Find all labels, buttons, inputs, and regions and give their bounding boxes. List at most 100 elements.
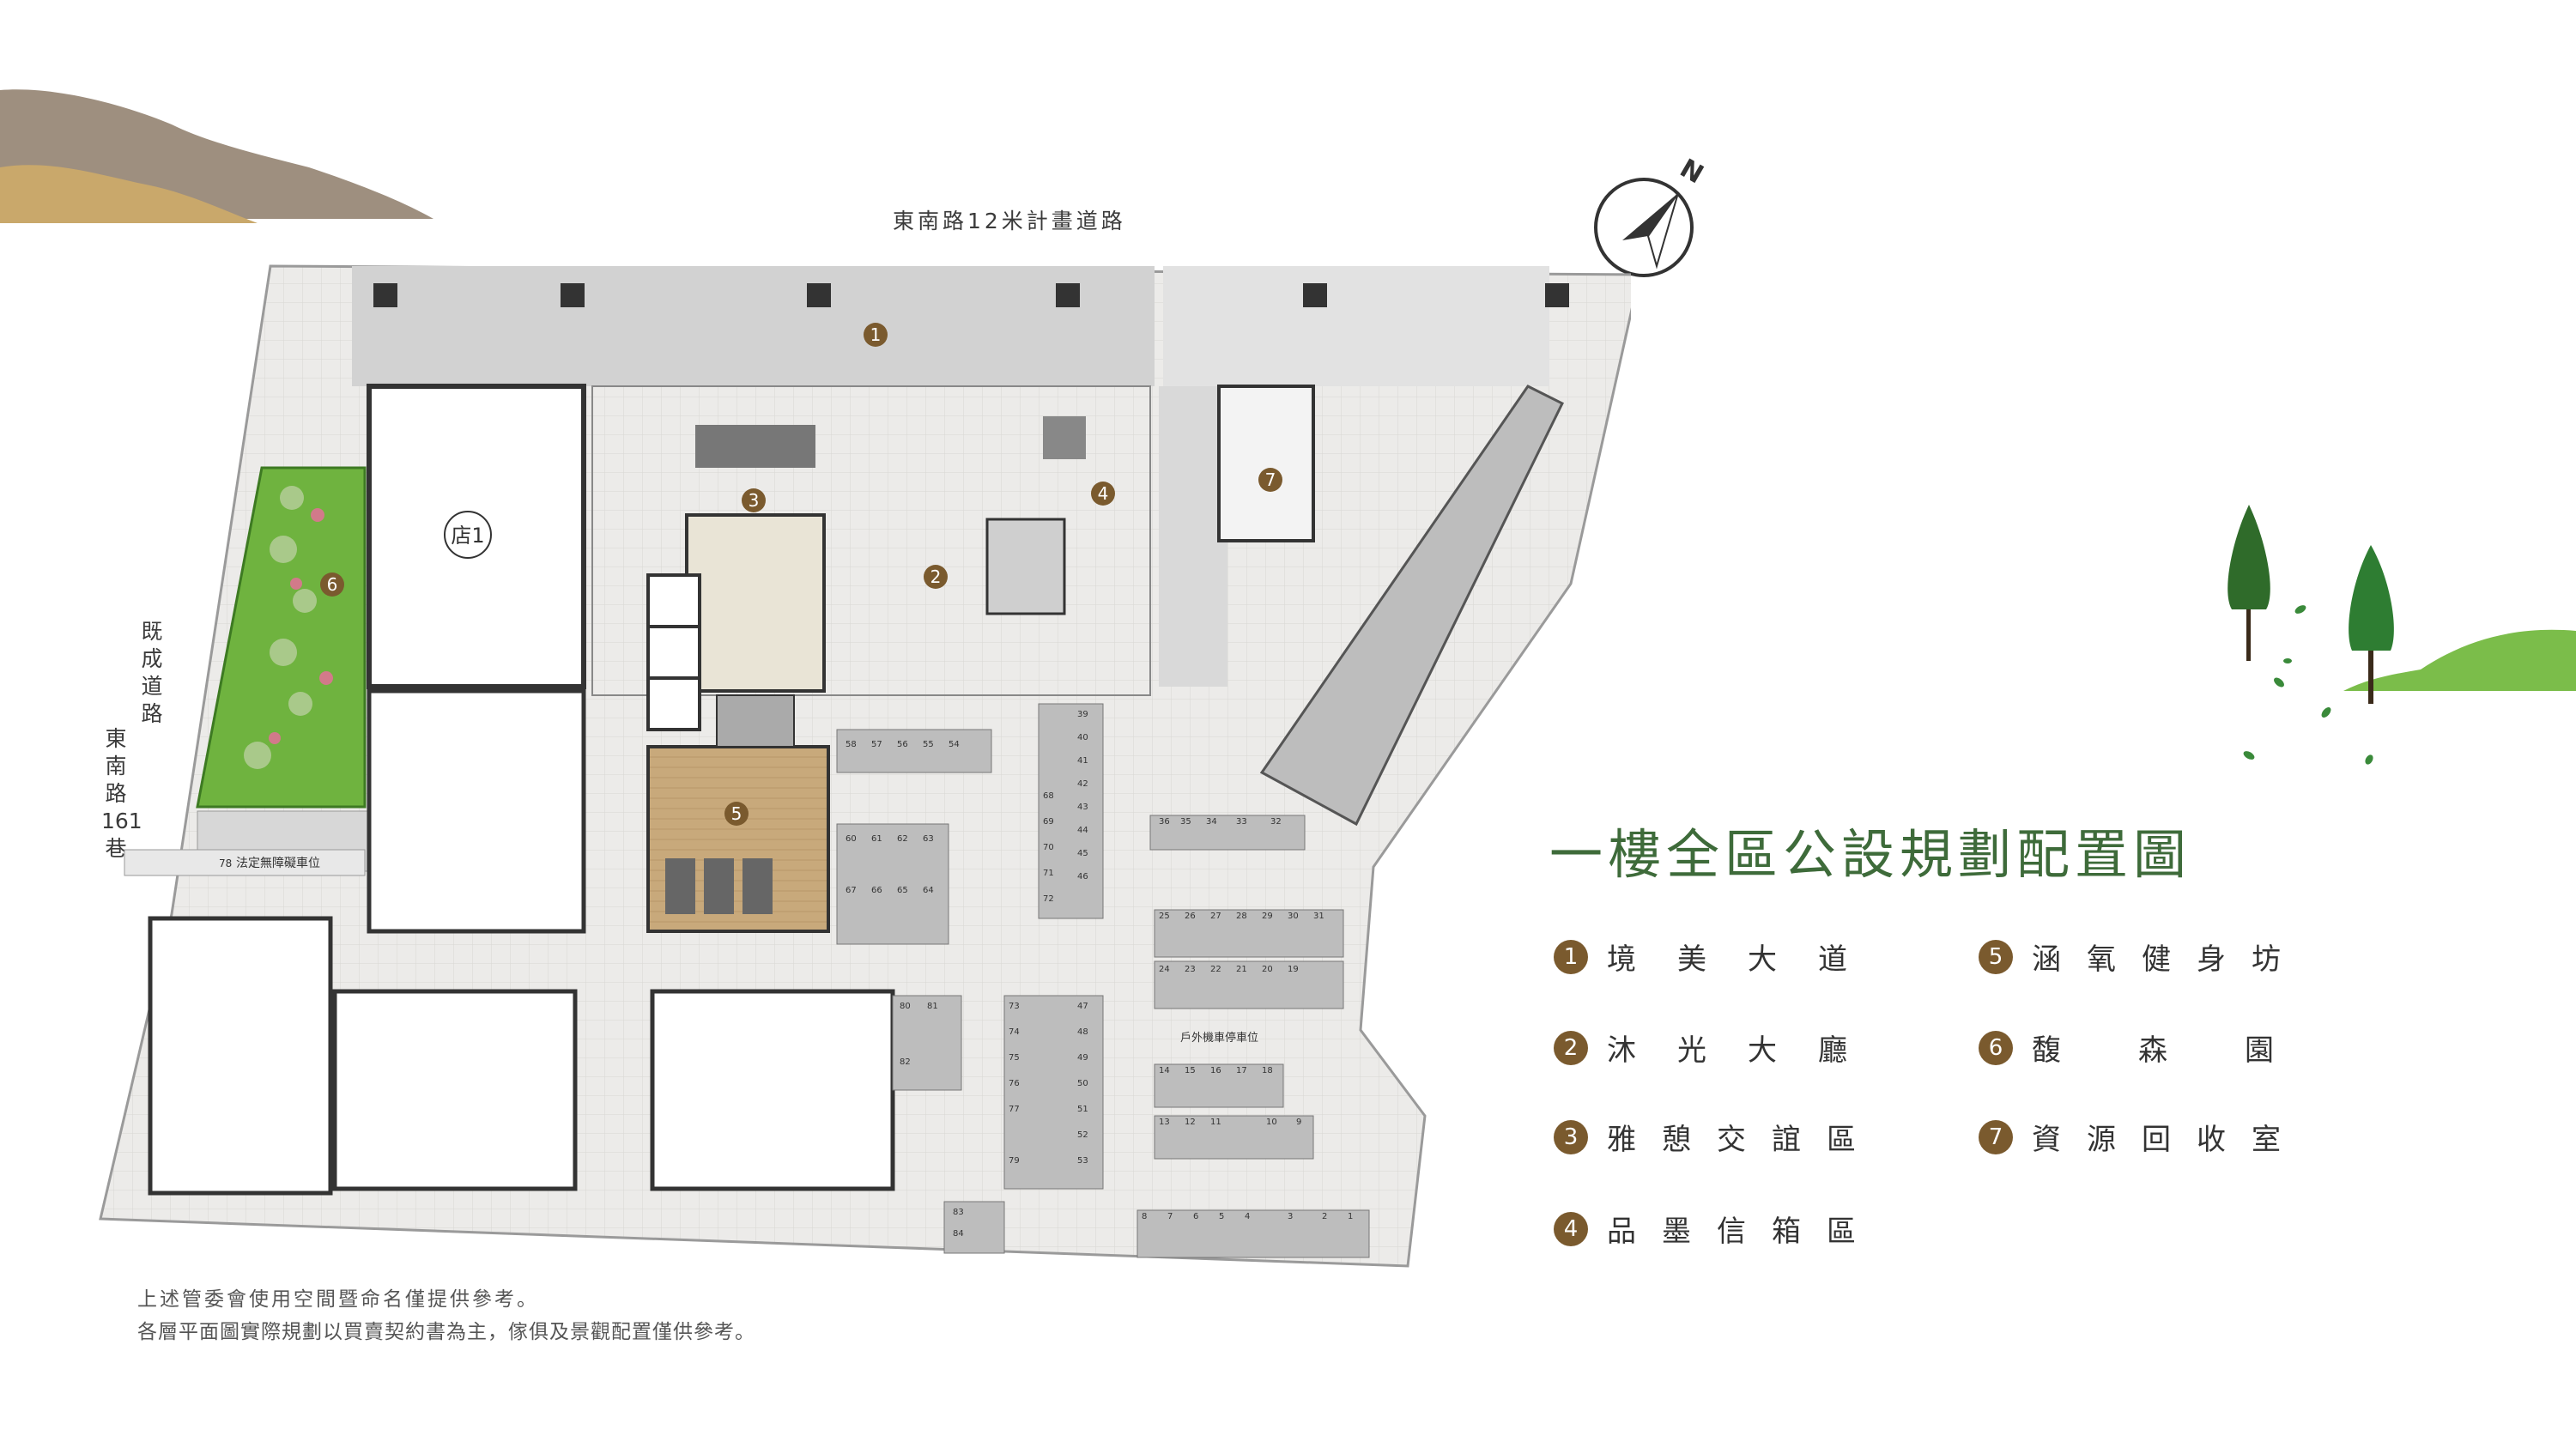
parking-number: 61 [871, 834, 882, 844]
parking-number: 77 [1009, 1105, 1020, 1114]
parking-number: 55 [923, 740, 934, 749]
parking-number: 71 [1043, 869, 1054, 878]
compass-label: N [1675, 154, 1708, 191]
trees-decoration [2227, 505, 2576, 765]
parking-number: 10 [1266, 1118, 1277, 1127]
legend-badge: 7 [1979, 1119, 2013, 1154]
svg-text:1: 1 [870, 324, 882, 345]
unit-i [332, 989, 578, 1191]
parking-number: 32 [1270, 817, 1282, 827]
parking-number: 65 [897, 886, 908, 895]
legend-item-2: 2 沐光大廳 [1554, 1027, 1888, 1069]
hills-decoration [0, 89, 433, 223]
legend-label: 境美大道 [1607, 942, 1888, 977]
legend-badge: 2 [1554, 1030, 1588, 1065]
legend-item-1: 1 境美大道 [1554, 936, 1888, 978]
parking-number: 40 [1077, 733, 1088, 742]
parking-number: 19 [1288, 965, 1299, 974]
parking-number: 81 [927, 1002, 938, 1011]
parking-number: 52 [1077, 1130, 1088, 1140]
page-title: 一樓全區公設規劃配置圖 [1549, 823, 2192, 886]
parking-number: 21 [1236, 965, 1247, 974]
road-label-top: 東南路12米計畫道路 [893, 209, 1126, 233]
parking-number: 50 [1077, 1079, 1088, 1088]
parking-number: 1 [1348, 1212, 1353, 1221]
parking-number: 70 [1043, 843, 1054, 852]
parking-number: 80 [900, 1002, 911, 1011]
parking-number: 22 [1210, 965, 1221, 974]
parking-number: 63 [923, 834, 934, 844]
parking-number: 11 [1210, 1118, 1221, 1127]
parking-number: 13 [1159, 1118, 1170, 1127]
parking-number: 29 [1262, 912, 1273, 921]
parking-number: 12 [1185, 1118, 1196, 1127]
parking-number: 5 [1219, 1212, 1224, 1221]
legend-label: 馥森園 [2032, 1033, 2351, 1068]
garden-area-6 [196, 466, 367, 809]
legend-badge: 3 [1554, 1119, 1588, 1154]
parking-number: 60 [846, 834, 857, 844]
parking-number: 62 [897, 834, 908, 844]
parking-number: 4 [1245, 1212, 1250, 1221]
parking-number: 66 [871, 886, 882, 895]
parking-number: 39 [1077, 710, 1088, 719]
legend-item-7: 7 資源回收室 [1979, 1116, 2306, 1158]
svg-text:2: 2 [930, 566, 942, 587]
parking-number: 67 [846, 886, 857, 895]
unit-g [367, 688, 586, 934]
parking-number: 8 [1142, 1212, 1147, 1221]
outdoor-parking-label: 戶外機車停車位 [1180, 1031, 1258, 1045]
road-label-left: 既 成 道 路 [141, 619, 163, 726]
parking-number: 34 [1206, 817, 1217, 827]
parking-number: 82 [900, 1057, 911, 1067]
parking-number: 45 [1077, 849, 1088, 858]
parking-number: 79 [1009, 1156, 1020, 1166]
parking-number: 33 [1236, 817, 1247, 827]
legend-badge: 5 [1979, 939, 2013, 974]
parking-number: 53 [1077, 1156, 1088, 1166]
legend-badge: 1 [1554, 939, 1588, 974]
parking-number: 30 [1288, 912, 1299, 921]
parking-number: 43 [1077, 803, 1088, 812]
parking-number: 6 [1193, 1212, 1198, 1221]
legend-label: 沐光大廳 [1607, 1033, 1888, 1068]
parking-number: 75 [1009, 1053, 1020, 1063]
svg-text:6: 6 [327, 574, 338, 595]
accessible-parking-label: 法定無障礙車位 [236, 856, 320, 870]
legend-badge: 4 [1554, 1211, 1588, 1246]
parking-number: 73 [1009, 1002, 1020, 1011]
parking-number: 68 [1043, 791, 1054, 801]
parking-number: 20 [1262, 965, 1273, 974]
parking-number: 72 [1043, 894, 1054, 904]
accessible-parking-number: 78 [219, 857, 232, 869]
parking-number: 57 [871, 740, 882, 749]
parking-number: 3 [1288, 1212, 1293, 1221]
parking-number: 15 [1185, 1066, 1196, 1075]
shop-label: 店1 [451, 524, 484, 548]
parking-number: 23 [1185, 965, 1196, 974]
parking-number: 14 [1159, 1066, 1170, 1075]
parking-number: 24 [1159, 965, 1170, 974]
legend-item-5: 5 涵氧健身坊 [1979, 936, 2306, 978]
parking-number: 56 [897, 740, 908, 749]
legend-badge: 6 [1979, 1030, 2013, 1065]
parking-number: 64 [923, 886, 934, 895]
parking-number: 18 [1262, 1066, 1273, 1075]
legend-item-3: 3 雅憩交誼區 [1554, 1116, 1882, 1158]
unit-h [148, 916, 333, 1196]
svg-text:7: 7 [1265, 470, 1276, 490]
parking-number: 51 [1077, 1105, 1088, 1114]
parking-number: 42 [1077, 779, 1088, 789]
north-compass-icon: N [1594, 154, 1708, 277]
parking-number: 31 [1313, 912, 1324, 921]
parking-number: 27 [1210, 912, 1221, 921]
parking-number: 76 [1009, 1079, 1020, 1088]
svg-text:4: 4 [1098, 483, 1109, 504]
legend-label: 雅憩交誼區 [1607, 1123, 1882, 1157]
svg-text:5: 5 [731, 803, 742, 824]
ramp-area [1259, 385, 1565, 827]
recycle-room [1217, 385, 1315, 542]
parking-number: 16 [1210, 1066, 1221, 1075]
legend-label: 涵氧健身坊 [2032, 942, 2306, 977]
parking-number: 26 [1185, 912, 1196, 921]
